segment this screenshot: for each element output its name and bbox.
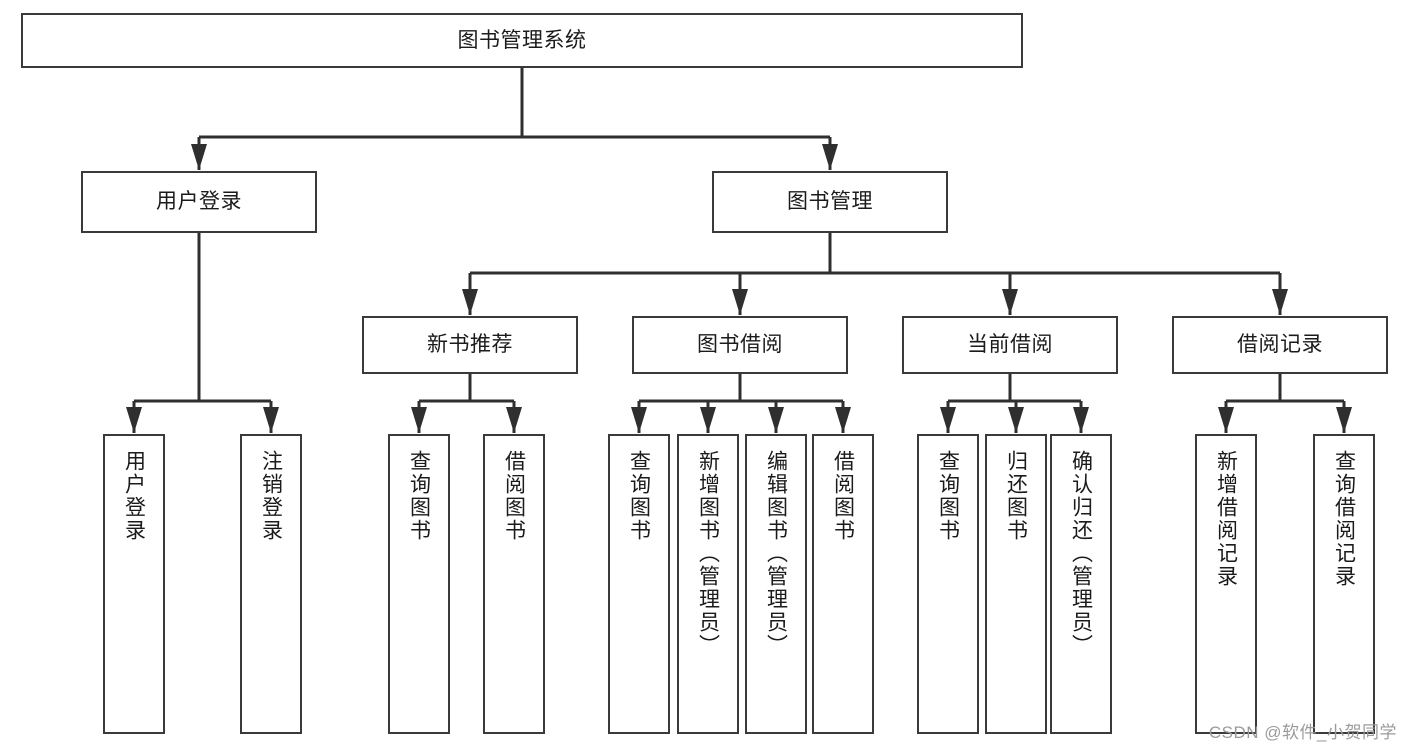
arrowhead-icon bbox=[1008, 407, 1024, 433]
node-label: 图书管理系统 bbox=[457, 28, 587, 52]
node-label: 编辑图书（管理员） bbox=[764, 450, 788, 657]
node-leaf-add-borrow-record[interactable]: 新增借阅记录 bbox=[1195, 434, 1257, 734]
arrowhead-icon bbox=[1272, 289, 1288, 315]
node-leaf-add-book[interactable]: 新增图书（管理员） bbox=[677, 434, 739, 734]
node-label: 借阅图书 bbox=[502, 450, 526, 542]
node-label: 查询图书 bbox=[936, 450, 960, 542]
node-new-book-rec[interactable]: 新书推荐 bbox=[362, 316, 578, 374]
arrowhead-icon bbox=[631, 407, 647, 433]
node-leaf-borrow-book[interactable]: 借阅图书 bbox=[812, 434, 874, 734]
node-label: 当前借阅 bbox=[967, 333, 1053, 357]
arrowhead-icon bbox=[126, 407, 142, 433]
node-label: 用户登录 bbox=[156, 190, 242, 214]
arrowhead-icon bbox=[263, 407, 279, 433]
arrowhead-icon bbox=[835, 407, 851, 433]
arrowhead-icon bbox=[1336, 407, 1352, 433]
arrowhead-icon bbox=[411, 407, 427, 433]
node-label: 借阅记录 bbox=[1237, 333, 1323, 357]
node-label: 确认归还（管理员） bbox=[1069, 450, 1093, 657]
node-label: 注销登录 bbox=[259, 450, 283, 542]
node-label: 借阅图书 bbox=[831, 450, 855, 542]
node-leaf-return-book[interactable]: 归还图书 bbox=[985, 434, 1047, 734]
node-label: 查询图书 bbox=[407, 450, 431, 542]
arrowhead-icon bbox=[1218, 407, 1234, 433]
node-leaf-borrow-book-rec[interactable]: 借阅图书 bbox=[483, 434, 545, 734]
arrowhead-icon bbox=[940, 407, 956, 433]
arrowhead-icon bbox=[1002, 289, 1018, 315]
arrowhead-icon bbox=[462, 289, 478, 315]
node-label: 新增图书（管理员） bbox=[696, 450, 720, 657]
node-leaf-user-login[interactable]: 用户登录 bbox=[103, 434, 165, 734]
arrowhead-icon bbox=[506, 407, 522, 433]
arrowhead-icon bbox=[732, 289, 748, 315]
node-label: 新增借阅记录 bbox=[1214, 450, 1238, 588]
node-leaf-query-book-rec[interactable]: 查询图书 bbox=[388, 434, 450, 734]
node-leaf-query-borrow-record[interactable]: 查询借阅记录 bbox=[1313, 434, 1375, 734]
node-leaf-edit-book[interactable]: 编辑图书（管理员） bbox=[745, 434, 807, 734]
node-user-login[interactable]: 用户登录 bbox=[81, 171, 317, 233]
arrowhead-icon bbox=[1073, 407, 1089, 433]
node-label: 图书管理 bbox=[787, 190, 873, 214]
node-leaf-confirm-return[interactable]: 确认归还（管理员） bbox=[1050, 434, 1112, 734]
node-leaf-query-book-cur[interactable]: 查询图书 bbox=[917, 434, 979, 734]
node-borrow-record[interactable]: 借阅记录 bbox=[1172, 316, 1388, 374]
node-label: 归还图书 bbox=[1004, 450, 1028, 542]
node-label: 查询借阅记录 bbox=[1332, 450, 1356, 588]
node-leaf-user-logout[interactable]: 注销登录 bbox=[240, 434, 302, 734]
node-current-borrow[interactable]: 当前借阅 bbox=[902, 316, 1118, 374]
node-book-borrow[interactable]: 图书借阅 bbox=[632, 316, 848, 374]
node-label: 用户登录 bbox=[122, 450, 146, 542]
node-label: 查询图书 bbox=[627, 450, 651, 542]
arrowhead-icon bbox=[191, 144, 207, 170]
arrowhead-icon bbox=[768, 407, 784, 433]
arrowhead-icon bbox=[822, 144, 838, 170]
node-label: 图书借阅 bbox=[697, 333, 783, 357]
watermark-label: CSDN @软件_小贺同学 bbox=[1208, 723, 1397, 742]
arrowhead-icon bbox=[700, 407, 716, 433]
node-label: 新书推荐 bbox=[427, 333, 513, 357]
node-leaf-query-book-borrow[interactable]: 查询图书 bbox=[608, 434, 670, 734]
node-root[interactable]: 图书管理系统 bbox=[21, 13, 1023, 68]
node-book-manage[interactable]: 图书管理 bbox=[712, 171, 948, 233]
